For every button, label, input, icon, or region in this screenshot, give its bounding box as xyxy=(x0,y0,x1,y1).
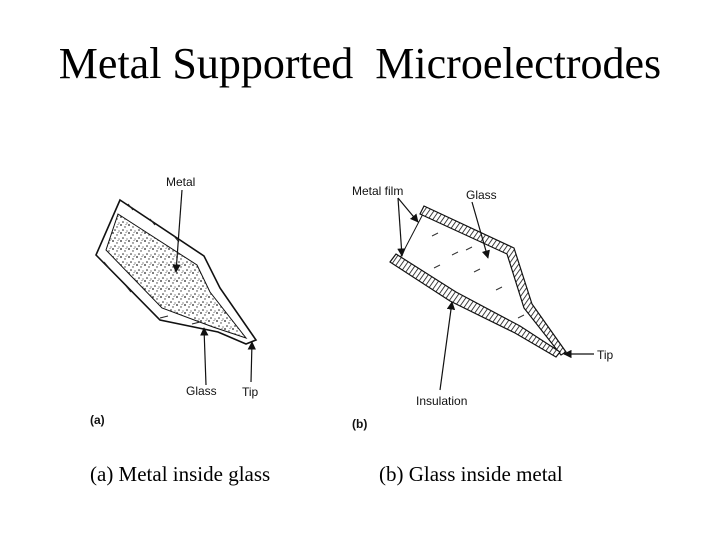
panel-label-a: (a) xyxy=(90,413,105,427)
label-glass-a: Glass xyxy=(186,384,217,398)
caption-b: (b) Glass inside metal xyxy=(379,462,563,486)
caption-a: (a) Metal inside glass xyxy=(90,462,271,486)
label-insulation-b: Insulation xyxy=(416,394,467,408)
label-metal-a: Metal xyxy=(166,175,195,189)
metal-core-a xyxy=(105,213,248,339)
insulation-leader-b xyxy=(439,301,456,391)
glass-ticks-b xyxy=(431,232,525,319)
diagram-b: Metal film Glass Insulation Tip (b) xyxy=(352,184,614,431)
label-metal-film-b: Metal film xyxy=(352,184,403,198)
diagram-a: Metal Glass Tip (a) xyxy=(90,175,259,427)
panel-label-b: (b) xyxy=(352,417,367,431)
metal-leader-a xyxy=(172,189,183,273)
slide-title: Metal Supported Microelectrodes xyxy=(58,39,662,88)
glass-ticks-a xyxy=(103,203,201,325)
label-tip-b: Tip xyxy=(597,348,614,362)
glass-leader-b xyxy=(471,201,490,259)
label-glass-b: Glass xyxy=(466,188,497,202)
metal-film-leader-2-b xyxy=(397,197,406,257)
metal-film-upper-b xyxy=(419,205,567,356)
metal-film-leader-1-b xyxy=(397,197,419,223)
tip-leader-a xyxy=(247,341,257,383)
metal-film-lower-b xyxy=(389,253,561,358)
glass-leader-a xyxy=(200,327,209,386)
label-tip-a: Tip xyxy=(242,385,259,399)
